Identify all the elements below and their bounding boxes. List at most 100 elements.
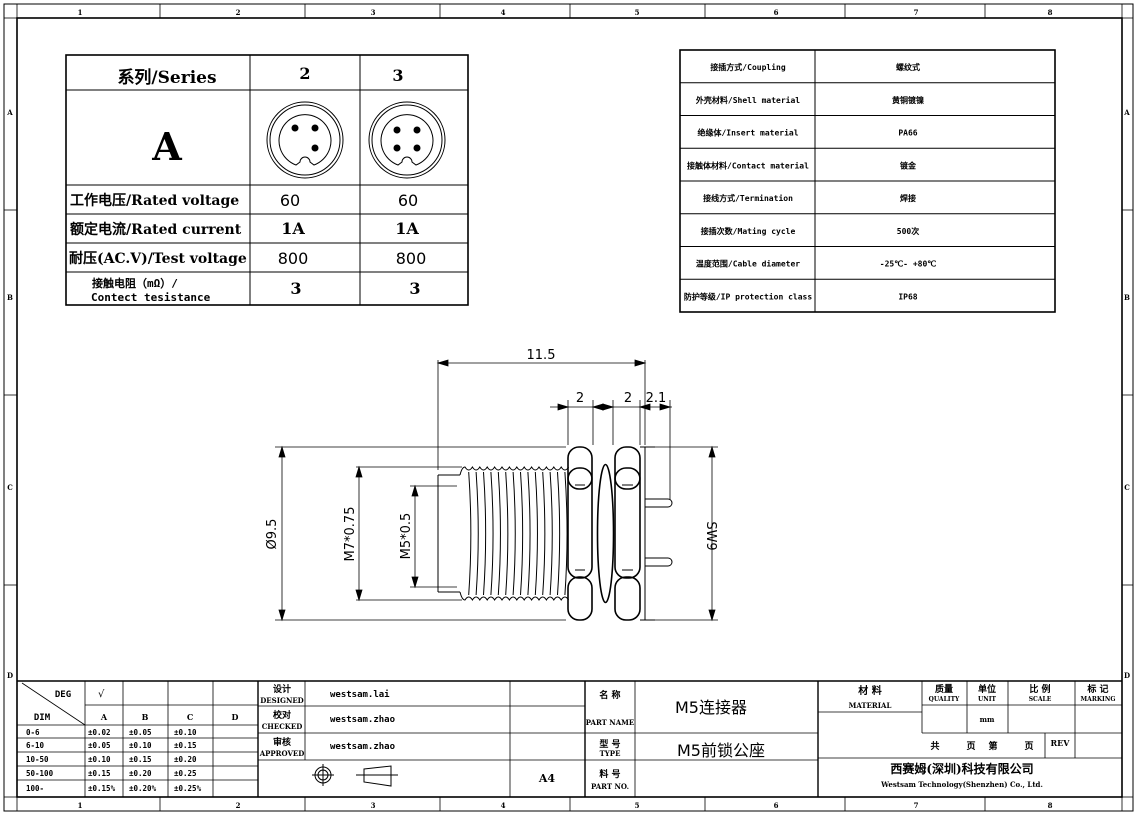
checked-label-en: CHECKED: [262, 722, 303, 731]
test-voltage-label: 耐压(AC.V)/Test voltage: [69, 250, 247, 267]
check-mark: √: [98, 689, 105, 700]
marking-label-en: MARKING: [1081, 696, 1116, 703]
test-voltage-3: 800: [396, 249, 427, 268]
zone-row-label: C: [7, 483, 13, 492]
thread-bottom-edge: [459, 591, 570, 601]
zone-col-label: 7: [914, 801, 919, 810]
deg-label: DEG: [55, 690, 71, 700]
test-voltage-2: 800: [278, 249, 309, 268]
tolerance-col-header: C: [187, 712, 193, 722]
hex-nut-front: [567, 446, 593, 621]
tolerance-value: ±0.20: [174, 755, 197, 764]
spec-value: 黄铜镀镍: [892, 95, 924, 105]
zone-row-label: A: [1123, 108, 1130, 117]
connector-side-view: 11.5 2 2 2.1 Ø9.5 M7*0.75 M5*0.5 SW9: [265, 348, 718, 622]
tolerance-value: ±0.15: [174, 741, 197, 750]
tolerance-value: ±0.02: [88, 728, 111, 737]
unit-label-cn: 单位: [978, 683, 996, 695]
quality-label-en: QUALITY: [929, 696, 960, 703]
contact-resistance-3: 3: [409, 279, 420, 298]
thread-crest: [475, 471, 479, 596]
checked-by: westsam.zhao: [330, 715, 395, 725]
hex-nut-rear: [614, 446, 641, 621]
zone-col-label: 3: [371, 8, 376, 17]
tolerance-value: ±0.15%: [88, 784, 116, 793]
pages-word: 页: [966, 741, 975, 752]
marking-label-cn: 标 记: [1086, 683, 1108, 695]
designed-label-en: DESIGNED: [260, 696, 304, 705]
spec-label: 接插方式/Coupling: [710, 62, 786, 72]
thread-crest: [542, 471, 546, 596]
tolerance-col-header: B: [142, 712, 149, 722]
spec-value: IP68: [898, 292, 917, 301]
zone-row-label: B: [1124, 293, 1130, 302]
spec-label: 防护等级/IP protection class: [684, 291, 813, 301]
series-letter: A: [151, 124, 182, 169]
thread-crest: [534, 471, 538, 596]
spec-value: 螺纹式: [896, 62, 920, 72]
type-label-cn: 型 号: [599, 738, 620, 750]
zone-row-label: D: [1124, 671, 1130, 680]
tolerance-range: 100-: [26, 784, 44, 793]
part-name: M5连接器: [675, 698, 747, 717]
thread-top-edge: [459, 466, 570, 476]
scale-label-en: SCALE: [1029, 696, 1052, 703]
contact-resistance-label-1: 接触电阻（mΩ）/: [92, 276, 178, 290]
zone-col-label: 1: [78, 801, 83, 810]
part-name-label-en: PART NAME: [586, 718, 634, 727]
zone-col-label: 5: [635, 8, 640, 17]
series-header: 系列/Series: [117, 67, 216, 88]
part-no-label-en: PART NO.: [591, 782, 629, 791]
dim-diameter: Ø9.5: [265, 519, 280, 550]
thread-crest: [520, 471, 524, 596]
rated-voltage-label: 工作电压/Rated voltage: [70, 192, 239, 209]
spec-label: 绝缘体/Insert material: [697, 128, 798, 138]
dim-thread-outer: M7*0.75: [343, 507, 358, 562]
paper-size: A4: [538, 772, 556, 785]
spec-label: 接线方式/Termination: [703, 193, 793, 203]
zone-col-label: 6: [774, 801, 779, 810]
company-name-en: Westsam Technology(Shenzhen) Co., Ltd.: [880, 780, 1043, 789]
zone-col-label: 5: [635, 801, 640, 810]
series-col-2: 2: [299, 64, 310, 83]
spec-value: 镀金: [900, 160, 917, 170]
designed-by: westsam.lai: [330, 689, 390, 700]
dim-nut2-width: 2: [624, 391, 632, 406]
thread-crest: [512, 471, 516, 596]
spec-label: 温度范围/Cable diameter: [696, 259, 800, 269]
dim-wrench-size: SW9: [703, 521, 718, 550]
quality-label-cn: 质量: [935, 683, 953, 695]
solder-pin-lower: [645, 557, 673, 567]
approved-label-en: APPROVED: [259, 749, 305, 758]
tolerance-range: 10-50: [26, 755, 49, 764]
tolerance-value: ±0.15: [88, 769, 111, 778]
zone-col-label: 4: [501, 801, 506, 810]
tolerance-value: ±0.15: [129, 755, 152, 764]
tolerance-value: ±0.10: [88, 755, 111, 764]
zone-row-label: B: [7, 293, 13, 302]
rated-voltage-2: 60: [280, 191, 300, 210]
tolerance-range: 6-10: [26, 741, 45, 750]
zone-row-label: C: [1124, 483, 1130, 492]
zone-col-label: 1: [78, 8, 83, 17]
page-no-label: 第: [988, 740, 997, 752]
type-label-en: TYPE: [600, 749, 621, 758]
part-no-label-cn: 料 号: [599, 768, 620, 780]
rev-label: REV: [1051, 738, 1071, 748]
tolerance-col-header: D: [232, 712, 239, 722]
zone-col-label: 3: [371, 801, 376, 810]
flange: [640, 446, 655, 621]
thread-crest: [549, 471, 553, 596]
tolerance-value: ±0.20%: [129, 784, 157, 793]
first-angle-projection-icon: [312, 764, 398, 787]
tolerance-value: ±0.05: [88, 741, 111, 750]
spec-label: 外壳材料/Shell material: [696, 95, 800, 105]
tolerance-value: ±0.20: [129, 769, 152, 778]
rated-current-label: 额定电流/Rated current: [70, 221, 242, 238]
solder-pin-upper: [645, 498, 673, 508]
tolerance-range: 50-100: [26, 769, 54, 778]
thread-crest: [468, 471, 472, 596]
tolerance-value: ±0.05: [129, 728, 152, 737]
